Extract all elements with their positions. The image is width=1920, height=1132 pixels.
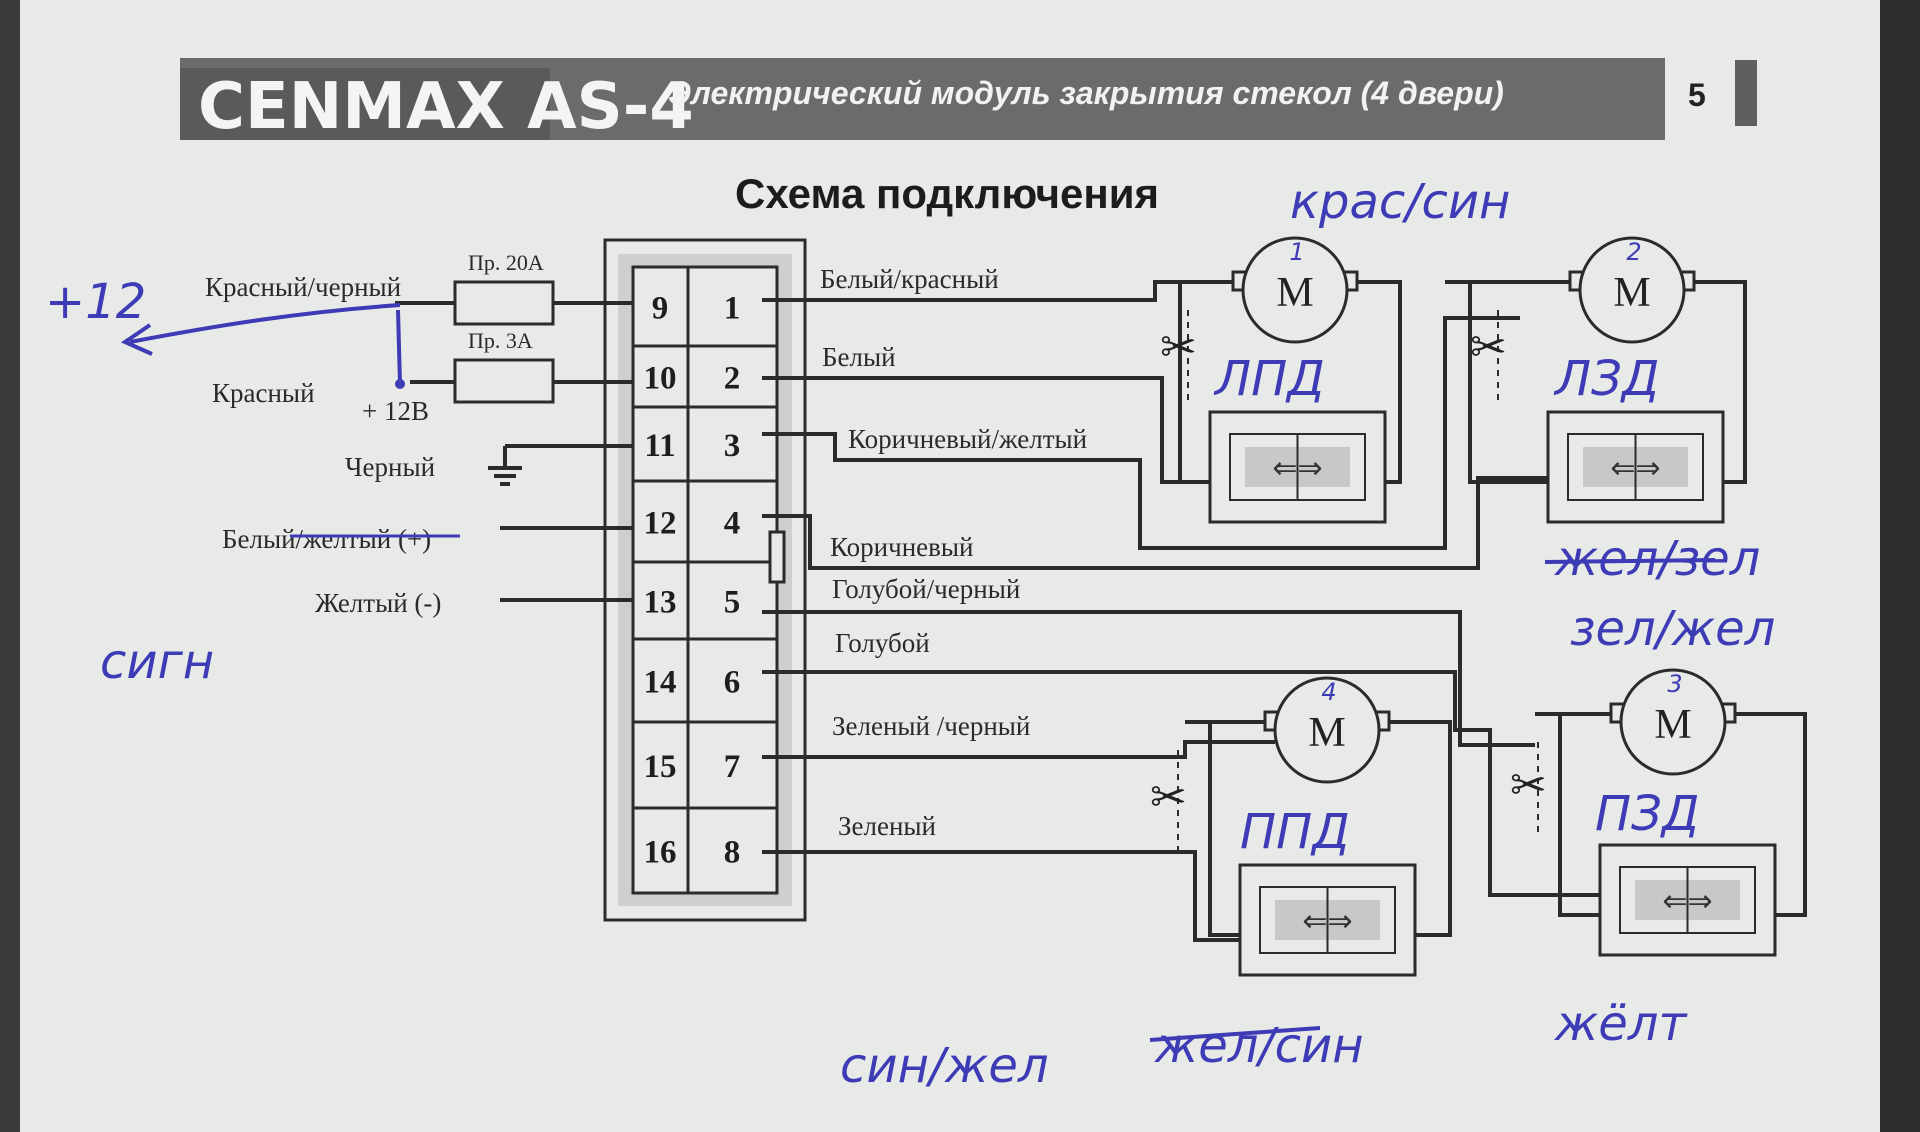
pin-right-4: 4 (724, 506, 741, 542)
connector-latch (768, 530, 786, 584)
label-pin6: Голубой (835, 628, 930, 658)
wire-black (503, 444, 633, 468)
scissors-icon: ✂ (1510, 760, 1547, 811)
switch-arrows-icon: ⇐⇒ (1272, 451, 1322, 486)
label-red-black: Красный/черный (205, 272, 401, 302)
pin-left-12: 12 (644, 506, 677, 542)
wire-pin5 (762, 610, 1535, 747)
wire-pin3 (762, 316, 1520, 550)
door-label: ППД (1240, 804, 1350, 860)
pin-left-13: 13 (644, 585, 677, 621)
motor-number: 1 (1289, 238, 1304, 266)
handwritten-plus12-dot (395, 379, 405, 389)
pin-left-14: 14 (644, 665, 677, 701)
door-label: ЛЗД (1553, 351, 1659, 407)
motor-number: 3 (1667, 670, 1682, 698)
motor-label: M (1613, 270, 1650, 316)
motor-label: M (1308, 710, 1345, 756)
handwritten-zhel-sin-strike (1149, 1026, 1321, 1042)
handwritten-plus12: +12 (45, 274, 146, 330)
scissors-icon: ✂ (1150, 772, 1187, 823)
connector-inner (631, 265, 779, 895)
fuse-3a-label: Пр. 3А (468, 328, 533, 353)
wire-pin4 (762, 476, 1548, 570)
pin-left-15: 15 (644, 749, 677, 785)
wire-pin7 (762, 740, 1275, 759)
connector-outer (603, 238, 807, 922)
switch-arrows-icon: ⇐⇒ (1662, 884, 1712, 919)
motor-number: 2 (1626, 238, 1641, 266)
pin-left-16: 16 (644, 835, 677, 871)
fuse-3a (453, 358, 555, 404)
header-brand-block (180, 68, 550, 140)
label-red: Красный (212, 378, 315, 408)
handwritten-zel-zhel: зел/жел (1570, 601, 1775, 657)
pin-right-7: 7 (724, 749, 741, 785)
header-title: Электрический модуль закрытия стекол (4 … (668, 75, 1504, 111)
handwritten-zhelt: жёлт (1554, 996, 1688, 1052)
handwritten-sin-zhel: син/жел (840, 1038, 1049, 1094)
motor-number: 4 (1321, 678, 1336, 706)
label-yellow: Желтый (-) (315, 588, 441, 618)
label-pin1: Белый/красный (820, 264, 999, 294)
pin-right-8: 8 (724, 835, 741, 871)
label-pin5: Голубой/черный (832, 574, 1020, 604)
motor-circle (1273, 676, 1381, 784)
wire-pin6 (762, 670, 1600, 897)
page-number: 5 (1688, 77, 1706, 113)
connector-rows: 9 1 10 2 11 3 12 4 13 5 14 6 15 7 16 8 (633, 291, 777, 871)
pin-right-5: 5 (724, 585, 741, 621)
handwritten-zhel-sin-struck: жел/син (1154, 1018, 1364, 1074)
door-label: ЛПД (1213, 351, 1325, 407)
label-black: Черный (345, 452, 435, 482)
label-pin4: Коричневый (830, 532, 973, 562)
page-right-edge (1880, 0, 1920, 1132)
label-pin2: Белый (822, 342, 896, 372)
scissors-icon: ✂ (1160, 322, 1197, 373)
scissors-icon: ✂ (1470, 322, 1507, 373)
fuse-20a-label: Пр. 20А (468, 250, 544, 275)
header-accent (1735, 60, 1757, 126)
wire-pin8 (762, 850, 1240, 942)
label-pin8: Зеленый (838, 811, 936, 841)
pin-right-2: 2 (724, 361, 741, 397)
pin-right-3: 3 (724, 428, 741, 464)
motor-circle (1619, 668, 1727, 776)
ground-symbol (488, 466, 522, 486)
pin-left-10: 10 (644, 361, 677, 397)
pin-left-11: 11 (644, 428, 675, 464)
pin-right-1: 1 (724, 291, 741, 327)
handwritten-zhel-zel-strike (1544, 558, 1716, 564)
switch-arrows-icon: ⇐⇒ (1302, 904, 1352, 939)
handwritten-kras-sin: крас/син (1290, 174, 1510, 230)
label-plus12v: + 12В (362, 396, 429, 426)
label-pin3: Коричневый/желтый (848, 424, 1087, 454)
label-white-yellow: Белый/желтый (+) (222, 524, 431, 554)
motor-label: M (1654, 702, 1691, 748)
handwritten-sign: сигн (100, 634, 214, 690)
pin-left-9: 9 (652, 291, 669, 327)
pin-right-6: 6 (724, 665, 741, 701)
brand-name: CENMAX AS-4 (198, 70, 694, 144)
switch-arrows-icon: ⇐⇒ (1610, 451, 1660, 486)
section-title: Схема подключения (735, 170, 1159, 217)
motor-circle (1578, 236, 1686, 344)
motor-circle (1241, 236, 1349, 344)
door-label: ПЗД (1595, 786, 1699, 842)
motor-label: M (1276, 270, 1313, 316)
label-pin7: Зеленый /черный (832, 711, 1030, 741)
page-left-shadow (0, 0, 20, 1132)
fuse-20a (453, 280, 555, 326)
handwritten-plus12-arrow (120, 303, 402, 385)
